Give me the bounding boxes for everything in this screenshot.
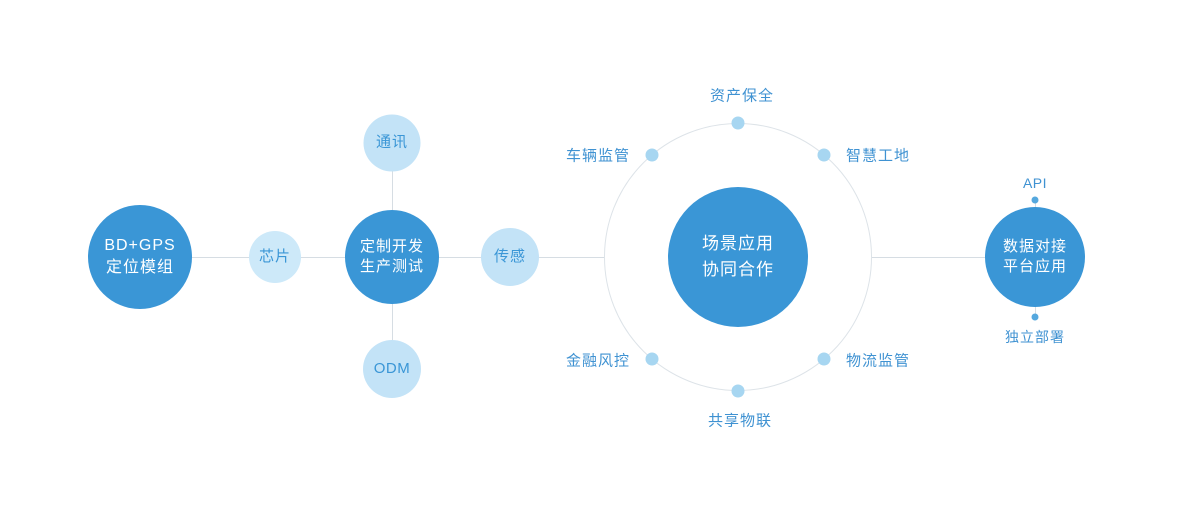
node-data-platform-line1: 数据对接	[1002, 237, 1067, 255]
ring-dot-upper-right	[817, 148, 831, 162]
node-odm: ODM	[363, 340, 421, 398]
label-api: API	[1022, 175, 1048, 191]
connector-ring-to-platform	[872, 257, 1035, 258]
api-dot	[1031, 196, 1039, 204]
label-logistics-supervision: 物流监管	[845, 352, 911, 370]
node-bdgps-module-line2: 定位模组	[105, 259, 174, 276]
label-asset-protection: 资产保全	[709, 87, 775, 105]
node-scenario-center-line1: 场景应用	[702, 233, 774, 253]
node-odm-label: ODM	[373, 359, 411, 377]
node-data-platform: 数据对接 平台应用	[985, 207, 1085, 307]
node-sensor-label: 传感	[493, 247, 526, 265]
ring-dot-lower-right	[817, 352, 831, 366]
node-scenario-center-line2: 协同合作	[702, 260, 774, 279]
deploy-dot	[1031, 313, 1039, 321]
node-scenario-center: 场景应用 协同合作	[668, 187, 808, 327]
label-smart-construction: 智慧工地	[845, 147, 911, 165]
node-chip: 芯片	[249, 231, 301, 283]
node-custom-development-line2: 生产测试	[359, 258, 424, 275]
node-data-platform-line2: 平台应用	[1002, 258, 1067, 275]
label-financial-risk: 金融风控	[565, 352, 631, 370]
label-vehicle-supervision: 车辆监管	[565, 147, 631, 165]
label-shared-iot: 共享物联	[707, 412, 773, 430]
node-communication: 通讯	[363, 114, 421, 172]
node-bdgps-module: BD+GPS 定位模组	[88, 205, 192, 309]
ring-dot-upper-left	[645, 148, 659, 162]
node-custom-development: 定制开发 生产测试	[345, 210, 439, 304]
node-communication-label: 通讯	[375, 133, 408, 151]
ring-dot-lower-left	[645, 352, 659, 366]
label-independent-deploy: 独立部署	[1005, 329, 1065, 345]
node-sensor: 传感	[481, 228, 539, 286]
node-chip-label: 芯片	[258, 247, 291, 265]
ring-dot-bottom	[731, 384, 745, 398]
ring-dot-top	[731, 116, 745, 130]
node-bdgps-module-line1: BD+GPS	[104, 237, 176, 255]
node-custom-development-line1: 定制开发	[359, 237, 424, 255]
